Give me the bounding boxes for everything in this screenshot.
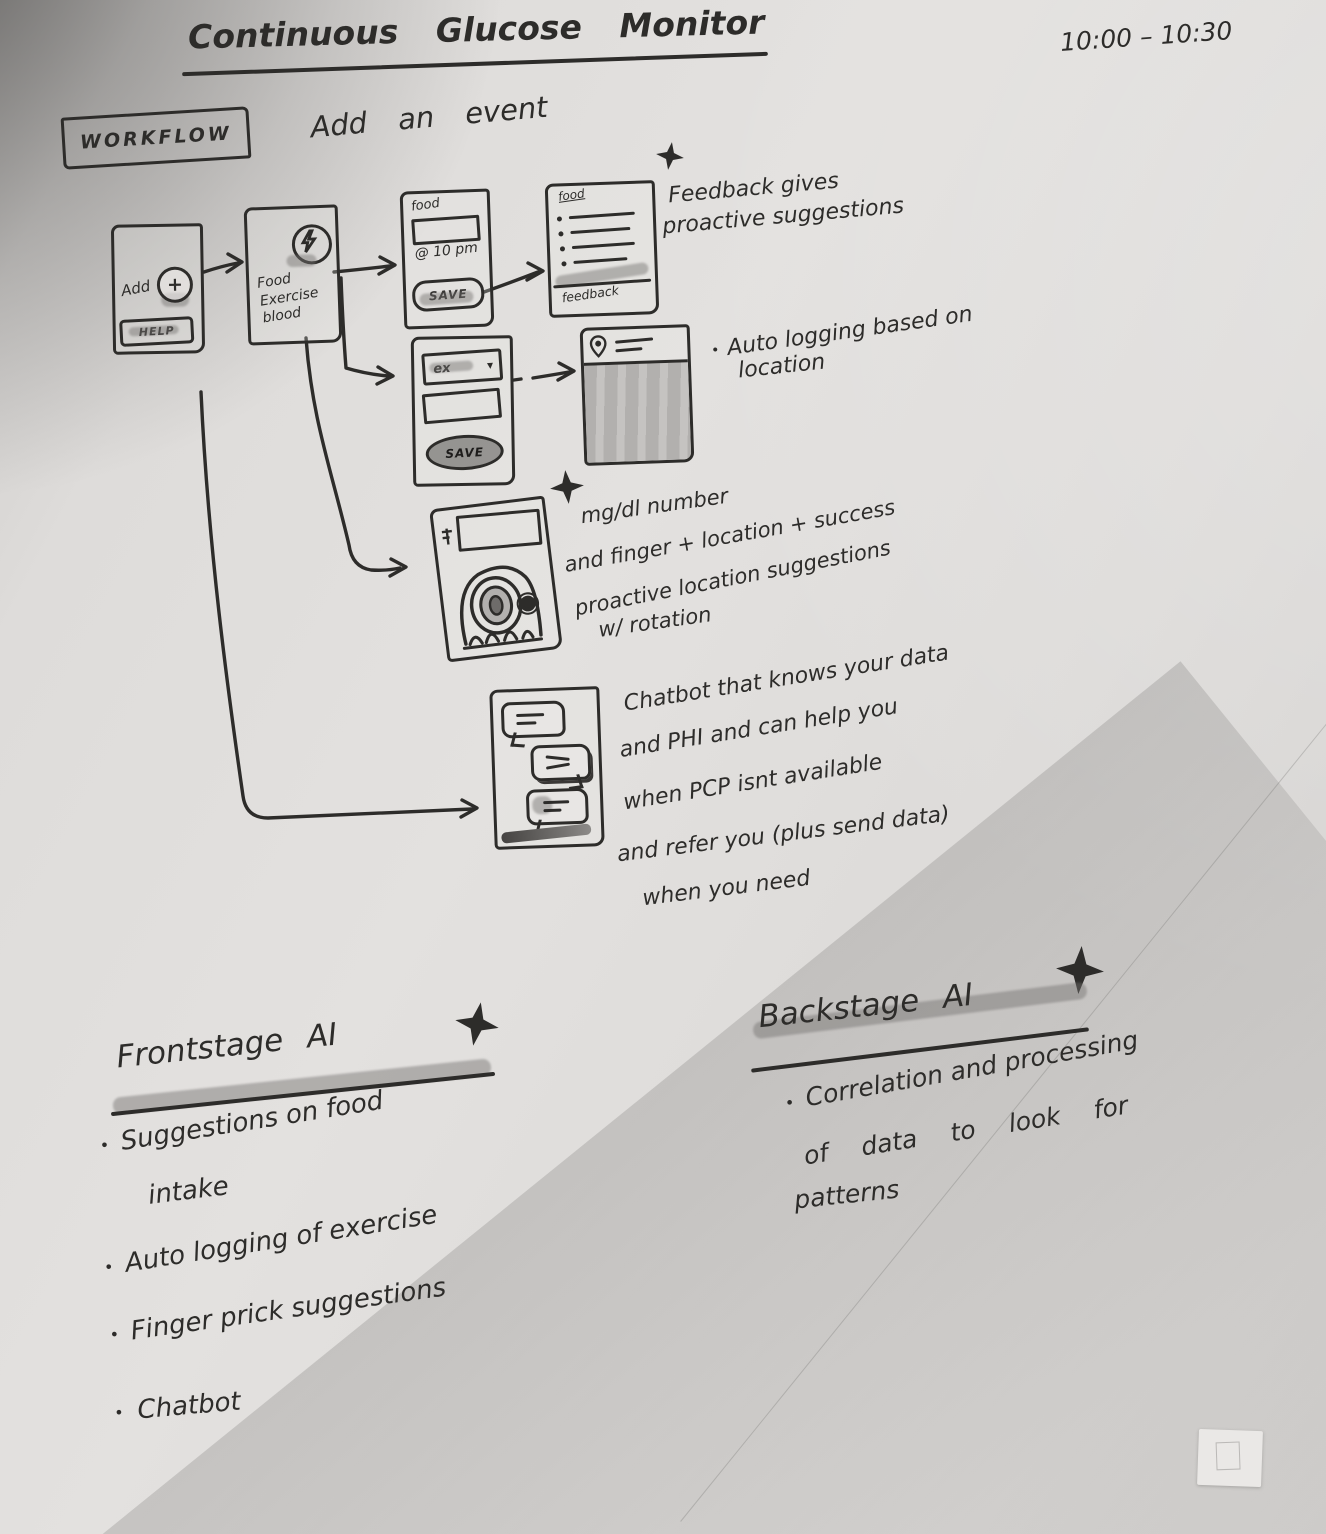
session-time: 10:00 – 10:30 [1059,16,1234,57]
save-button: SAVE [411,276,486,313]
sparkle-icon [455,1002,499,1046]
list-line [568,211,635,220]
backstage-bullet-1-cont2: patterns [792,1174,901,1215]
map-area [583,359,692,463]
bubble-text-line [516,713,545,717]
text-cursor-icon [441,528,452,545]
bubble-text-line [545,762,570,770]
ink-smudge [419,290,474,306]
line-eventtype-to-fingerprick [304,336,402,572]
bolt-icon [291,223,333,266]
chatbot-note-line4: and refer you (plus send data) [615,801,952,868]
page-title: Continuous Glucose Monitor [187,2,765,57]
arrow-add-to-eventtype [202,261,240,274]
bullet-glyph: • [108,1324,121,1345]
add-label: Add [119,276,152,301]
title-underline [182,51,768,76]
list-bullet [561,261,567,267]
arrow-eventtype-to-food-head [377,255,397,276]
list-line [573,257,628,264]
exercise-input [421,387,503,425]
list-line [571,241,635,250]
chat-bubble-icon [500,700,566,748]
map-header-line [615,337,654,344]
screen-chatbot [489,686,605,850]
sparkle-icon [656,142,684,170]
frontstage-bullet-3: •Finger prick suggestions [108,1272,448,1347]
screen-exercise: ex ▾ SAVE [410,335,516,487]
screen-add: Add + HELP [110,223,206,355]
chatbot-note-line1: Chatbot that knows your data [622,640,951,717]
arrow-exercise-to-map-head [556,361,576,382]
plus-glyph: + [166,273,184,296]
sticker-tab [1197,1428,1263,1488]
chatbot-note-line3: when PCP isnt available [621,749,885,816]
line-add-to-chatbot-head [459,798,479,819]
dropdown-caret-icon: ▾ [486,357,494,373]
food-field-label: food [410,195,441,215]
frontstage-bullet-4: •Chatbot [113,1386,242,1426]
workflow-subtitle: Add an event [308,89,549,145]
frontstage-title: Frontstage AI [114,1016,339,1076]
exercise-type-dropdown: ex ▾ [421,348,504,386]
auto-logging-note-line1: •Auto logging based on [710,301,975,361]
screen-finger-prick [429,495,563,663]
arrow-eventtype-to-food [332,264,392,274]
workflow-label: WORKFLOW [79,122,233,154]
list-line [570,226,631,235]
map-header-line [615,347,643,353]
screen-event-type: Food Exercise blood [243,204,343,346]
bubble-text-line [543,808,562,812]
feedback-screen-title: food [557,186,586,204]
elbow-eventtype-to-exercise-head [375,365,395,386]
chat-bubble-icon [525,787,589,835]
list-bullet [559,246,566,252]
line-eventtype-to-fingerprick-head [388,557,408,578]
bullet-glyph: • [783,1092,796,1113]
list-bullet [556,216,563,222]
finger-prick-note-line1: mg/dl number [579,483,730,529]
bubble-text-line [543,800,570,804]
elbow-eventtype-to-exercise [339,276,390,378]
chat-bubble-icon [530,743,592,790]
bullet-glyph: • [98,1135,111,1156]
arrow-food-to-feedback-head [525,261,545,282]
screen-feedback: food feedback [544,180,660,318]
bullet-glyph: • [102,1257,115,1278]
fingerprint-hand-icon [459,565,543,650]
dash-exercise-to-map [512,377,523,382]
sparkle-icon [1056,946,1104,994]
bubble-tail [510,732,528,748]
bullet-glyph: • [710,342,721,360]
screen-food-entry: food @ 10 pm SAVE [399,188,495,330]
arrow-exercise-to-map [531,370,571,380]
save-label: SAVE [445,444,485,461]
arrow-add-to-eventtype-head [225,252,244,274]
list-bullet [558,231,564,237]
frontstage-bullet-1-cont: intake [146,1171,231,1211]
save-button: SAVE [424,432,505,472]
map-pin-icon [589,335,607,358]
help-button: HELP [119,316,195,347]
bubble-text-line [516,721,537,725]
ink-smudge [428,360,474,374]
screen-map [579,324,695,466]
backstage-title: Backstage AI [756,976,975,1036]
chatbot-note-line5: when you need [641,865,812,912]
ink-smudge [531,795,553,815]
sparkle-icon [550,470,584,504]
ink-smudge [286,254,317,268]
bubble-text-line [545,755,570,761]
frontstage-bullet-2: •Auto logging of exercise [102,1199,440,1279]
workflow-box: WORKFLOW [60,106,252,170]
bullet-glyph: • [113,1402,125,1423]
